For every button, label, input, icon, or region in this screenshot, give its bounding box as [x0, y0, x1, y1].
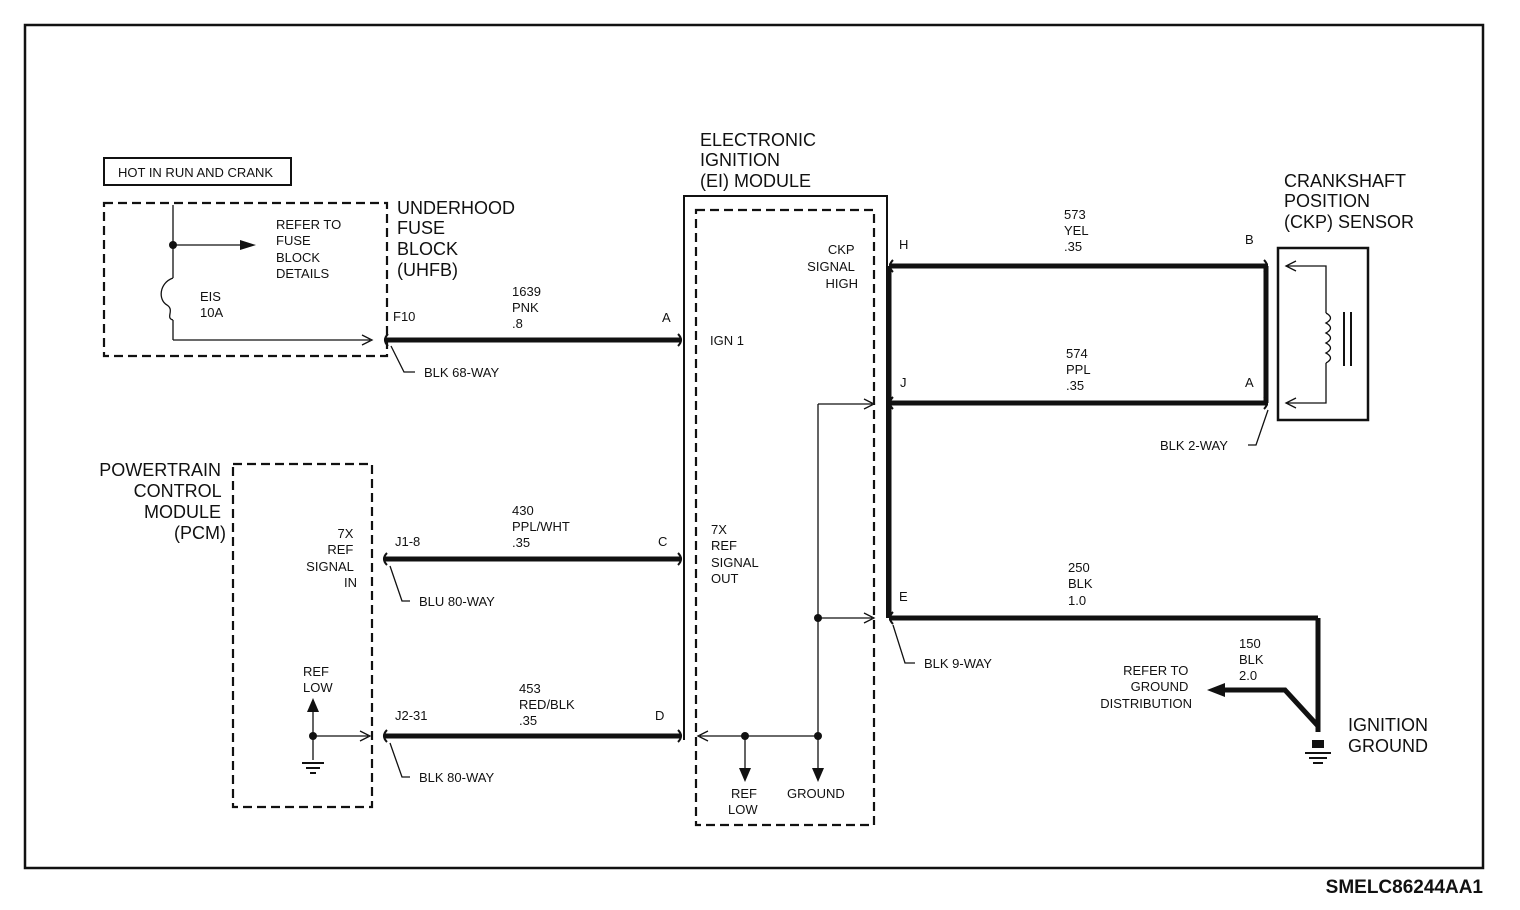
uhfb-box: [102, 201, 389, 358]
ground-distribution-ref: REFER TO GROUND DISTRIBUTION: [1100, 663, 1192, 711]
ei-pin-d: D: [655, 708, 664, 723]
leader-blk80: [389, 742, 410, 778]
arrow-left-icon: [1207, 683, 1225, 697]
ei-ref-low: REF LOW: [728, 786, 761, 817]
wire-430-label: 430 PPL/WHT .35: [512, 503, 573, 550]
ckp-pin-a: A: [1245, 375, 1254, 390]
connector-mark-j2: [383, 729, 388, 743]
ignition-ground-symbol-icon: [1305, 740, 1331, 764]
ei-internal-ground-circuit: [696, 398, 876, 782]
wire-1639-label: 1639 PNK .8: [512, 284, 545, 331]
arrow-down-icon: [739, 768, 751, 782]
leader-blk2: [1248, 409, 1269, 446]
connector-blk9: BLK 9-WAY: [924, 656, 992, 671]
ei-pin-a: A: [662, 310, 671, 325]
connector-blu80: BLU 80-WAY: [419, 594, 495, 609]
arrow-down-icon: [812, 768, 824, 782]
pcm-ref-low-circuit: [302, 698, 372, 774]
diagram-code: SMELC86244AA1: [1326, 877, 1484, 898]
leader-blu80: [389, 565, 410, 602]
ei-pin-h: H: [899, 237, 908, 252]
connector-mark-a: [677, 333, 682, 347]
pcm-ref-low: REF LOW: [303, 664, 333, 695]
pcm-ref-signal-in: 7X REF SIGNAL IN: [306, 526, 357, 590]
wire-150-branch: [1225, 687, 1320, 728]
ei-ckp-high: CKP SIGNAL HIGH: [807, 242, 858, 291]
terminal-j2-31: J2-31: [395, 708, 428, 723]
wire-453-label: 453 RED/BLK .35: [519, 681, 578, 728]
connector-blk80: BLK 80-WAY: [419, 770, 494, 785]
arrow-up-icon: [307, 698, 319, 712]
ei-module-box: [694, 208, 876, 827]
ei-ground: GROUND: [787, 786, 845, 801]
connector-mark-c: [677, 552, 682, 566]
ei-module-title: ELECTRONIC IGNITION (EI) MODULE: [700, 130, 821, 191]
diagram-frame: [23, 23, 1485, 870]
ei-pin-c: C: [658, 534, 667, 549]
wire-574-label: 574 PPL .35: [1066, 346, 1094, 393]
pcm-box: [231, 462, 374, 809]
ei-ref-out: 7X REF SIGNAL OUT: [711, 522, 762, 586]
wire-573-label: 573 YEL .35: [1064, 207, 1092, 254]
connector-mark-j1: [383, 552, 388, 566]
ckp-sensor-title: CRANKSHAFT POSITION (CKP) SENSOR: [1284, 171, 1414, 232]
connector-mark-ckp-b: [1263, 259, 1268, 273]
uhfb-refer: REFER TO FUSE BLOCK DETAILS: [276, 217, 345, 281]
terminal-j1-8: J1-8: [395, 534, 420, 549]
fuse-label: EIS 10A: [200, 289, 225, 320]
ei-ign1: IGN 1: [710, 333, 744, 348]
connector-mark-ckp-a: [1263, 396, 1268, 410]
leader-blk9: [892, 624, 915, 664]
ignition-ground-label: IGNITION GROUND: [1348, 715, 1433, 756]
ei-pin-j: J: [900, 375, 907, 390]
ckp-coil-icon: [1284, 260, 1352, 409]
arrow-right-icon: [240, 240, 256, 250]
power-label: HOT IN RUN AND CRANK: [118, 165, 273, 180]
connector-blk68: BLK 68-WAY: [424, 365, 499, 380]
pcm-title: POWERTRAIN CONTROL MODULE (PCM): [99, 460, 226, 543]
fuse-icon: [160, 277, 174, 321]
ei-pin-e: E: [899, 589, 908, 604]
connector-mark-d: [677, 729, 682, 743]
uhfb-fuse-circuit: [160, 205, 374, 346]
terminal-f10: F10: [393, 309, 415, 324]
connector-blk2: BLK 2-WAY: [1160, 438, 1228, 453]
wire-150-label: 150 BLK 2.0: [1239, 636, 1267, 683]
connector-mark-f10: [384, 333, 389, 347]
uhfb-title: UNDERHOOD FUSE BLOCK (UHFB): [397, 198, 520, 280]
power-label-box: [103, 157, 292, 186]
ground-symbol-icon: [302, 762, 324, 774]
leader-blk68: [390, 345, 415, 373]
wire-250-label: 250 BLK 1.0: [1068, 560, 1096, 608]
ckp-sensor-box: [1276, 246, 1370, 422]
ckp-pin-b: B: [1245, 232, 1254, 247]
